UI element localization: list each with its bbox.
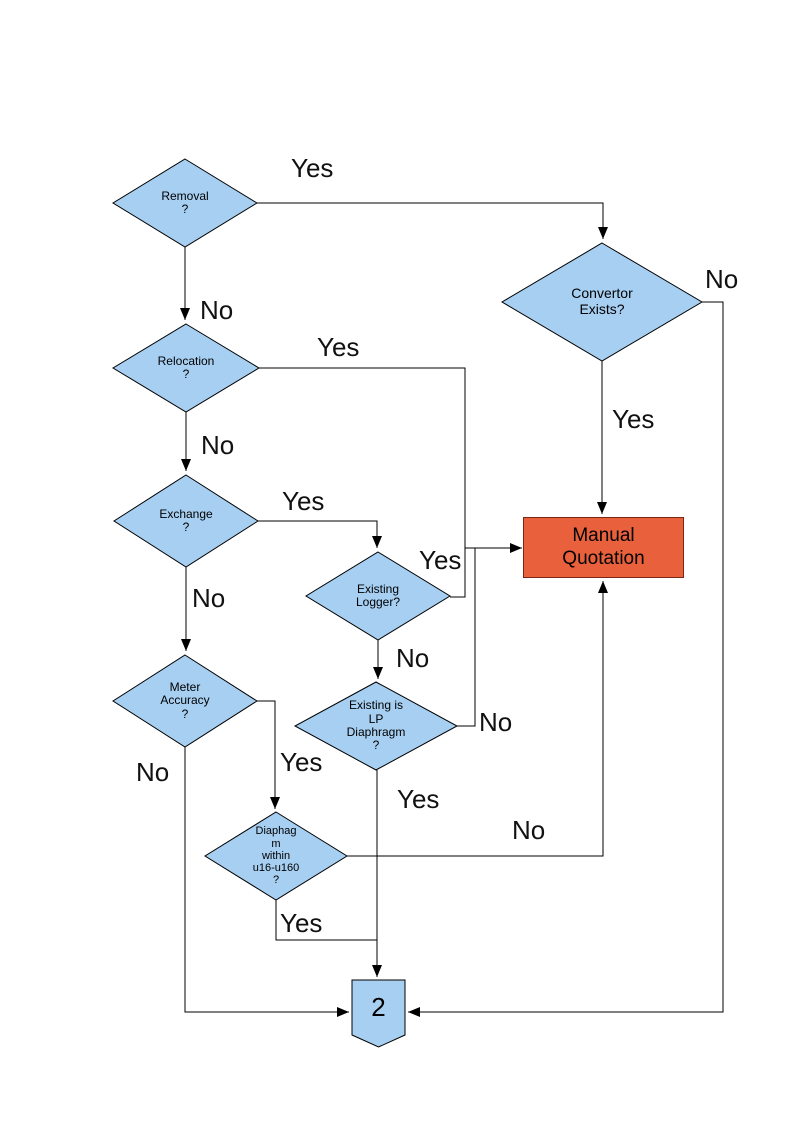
edge-lp-no [457, 548, 476, 727]
offpage-connector-shape [351, 979, 406, 1048]
decision-exchange-shape [113, 474, 259, 568]
decision-diaphragm-range-shape [204, 811, 348, 901]
decision-meter-accuracy-shape [112, 654, 258, 748]
process-manual-quotation: Manual Quotation [523, 517, 684, 578]
edge-meter-no [184, 747, 349, 1017]
edge-convertor-no [408, 301, 724, 1017]
edge-diaphragm-yes [275, 900, 377, 941]
decision-convertor-shape [501, 242, 703, 362]
edge-relocation-yes [259, 367, 466, 598]
decision-lp-diaphragm-shape [293, 681, 459, 771]
edge-meter-yes [257, 700, 280, 809]
edge-removal-yes [257, 202, 608, 239]
decision-existing-logger-shape [305, 551, 451, 641]
edge-exchange-yes [258, 520, 382, 548]
decision-relocation-shape [112, 323, 260, 413]
edge-diaphragm-no [347, 581, 608, 857]
decision-removal-shape [112, 158, 258, 248]
